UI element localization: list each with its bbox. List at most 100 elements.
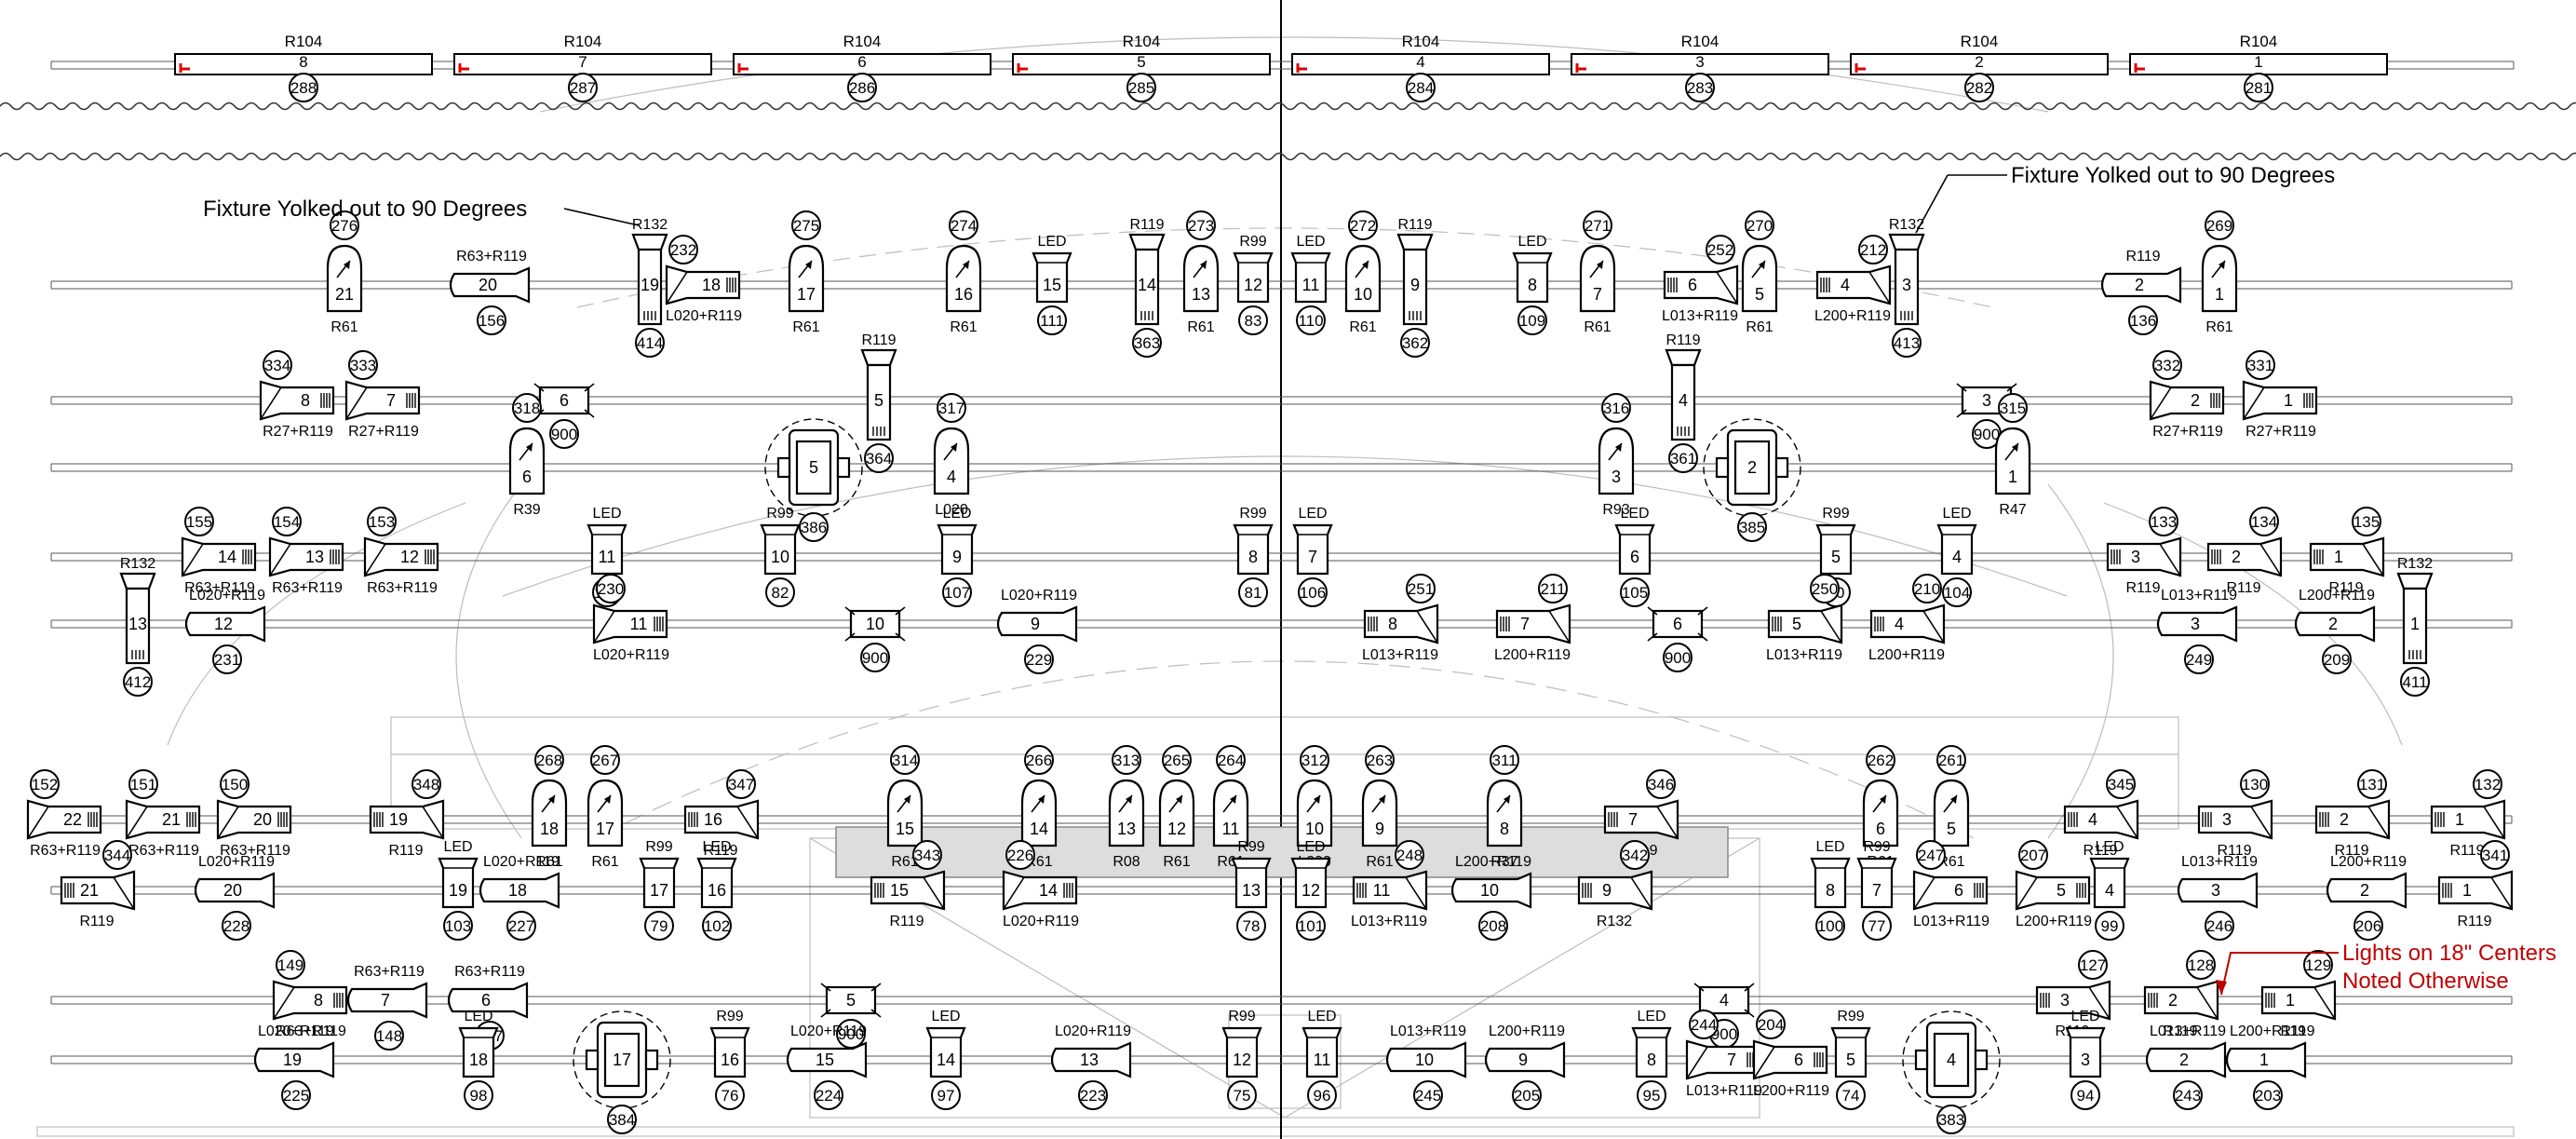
electric-pipe-3 <box>50 463 2513 472</box>
fixture-unit: 2 <box>2340 810 2349 829</box>
fixture-color: R119 <box>2125 249 2160 264</box>
batten-channel-number: 287 <box>570 79 596 97</box>
fixture-unit: 5 <box>2057 881 2066 900</box>
fixture-unit: 10 <box>1305 820 1324 838</box>
fixture-channel: 209 <box>2324 651 2350 669</box>
fixture-channel: 332 <box>2154 357 2180 374</box>
fixture-channel: 101 <box>1298 917 1324 935</box>
fixture-unit: 3 <box>1902 276 1911 294</box>
fixture-pipe6-unit-10: 31210L200 <box>1296 745 1333 870</box>
fixture-channel: 134 <box>2251 513 2277 531</box>
fixture-channel: 102 <box>704 917 730 935</box>
fixture-channel: 265 <box>1164 752 1190 769</box>
fixture-unit: 12 <box>400 548 419 566</box>
fixture-channel: 155 <box>186 513 212 531</box>
fixture-channel: 103 <box>445 917 471 935</box>
fixture-unit: 12 <box>1233 1051 1251 1069</box>
fixture-unit: 16 <box>954 285 973 304</box>
fixture-unit: 14 <box>1039 881 1058 900</box>
note-centers: Lights on 18" Centers Noted Otherwise <box>2216 941 2556 996</box>
fixture-channel: 156 <box>479 312 505 330</box>
electric-pipe-5 <box>50 619 2513 629</box>
fixture-channel: 75 <box>1234 1087 1251 1105</box>
fixture-channel: 151 <box>130 776 156 793</box>
fixture-unit: 2 <box>2328 615 2338 633</box>
fixture-channel: 212 <box>1860 241 1886 259</box>
fixture-channel: 412 <box>125 673 151 691</box>
fixture-color: L013+R119 <box>1913 914 1989 929</box>
fixture-channel: 311 <box>1491 752 1517 769</box>
batten-color-label: R104 <box>1961 33 1999 50</box>
fixture-unit: 17 <box>596 820 614 838</box>
fixture-channel: 210 <box>1914 580 1940 598</box>
fixture-color: R27+R119 <box>2246 424 2316 440</box>
fixture-color: R63+R119 <box>276 1024 346 1039</box>
fixture-color: L020+R119 <box>1055 1024 1131 1039</box>
fixture-color: R119 <box>2226 580 2260 596</box>
fixture-color: L013+R119 <box>1390 1024 1466 1039</box>
fixture-channel: 346 <box>1648 776 1674 793</box>
fixture-color: LED <box>1620 506 1649 522</box>
fixture-channel: 247 <box>1918 847 1944 864</box>
fixture-color: L013+R119 <box>1351 914 1427 929</box>
fixture-color: R61 <box>330 319 357 335</box>
fixture-color: L200+R119 <box>2299 588 2375 603</box>
fixture-unit: 7 <box>1593 285 1602 304</box>
fixture-channel: 154 <box>274 513 300 531</box>
fixture-channel: 274 <box>951 217 977 235</box>
fixture-channel: 205 <box>1514 1087 1540 1105</box>
fixture-channel: 98 <box>470 1087 488 1105</box>
fixture-unit: 20 <box>479 276 497 294</box>
batten-unit-number: 1 <box>2254 53 2262 71</box>
fixture-color: L020+R119 <box>790 1024 867 1039</box>
fixture-color: L013+R119 <box>1662 308 1738 324</box>
note-yolk-right: Fixture Yolked out to 90 Degrees <box>1915 163 2335 234</box>
fixture-unit: 15 <box>1043 276 1061 294</box>
batten-color-label: R104 <box>1123 33 1161 50</box>
fixture-channel: 110 <box>1298 312 1323 330</box>
fixture-unit: 10 <box>1415 1051 1434 1069</box>
fixture-unit: 11 <box>1373 881 1391 900</box>
fixture-channel: 208 <box>1480 917 1506 935</box>
fixture-channel: 153 <box>369 513 395 531</box>
fixture-color: R99 <box>1239 506 1266 522</box>
stage-area <box>835 826 1729 878</box>
fixture-unit: 9 <box>1602 881 1612 900</box>
fixture-channel: 413 <box>1894 334 1920 352</box>
fixture-channel: 97 <box>937 1087 955 1105</box>
fixture-unit: 9 <box>1031 615 1040 633</box>
fixture-unit: 1 <box>2410 615 2420 633</box>
fixture-unit: 6 <box>1630 548 1639 566</box>
fixture-unit: 10 <box>771 548 789 566</box>
fixture-unit: 17 <box>797 285 816 304</box>
fixture-channel: 264 <box>1218 752 1244 769</box>
fixture-color: R61 <box>591 854 618 870</box>
fixture-channel: 331 <box>2247 357 2273 374</box>
fixture-unit: 18 <box>469 1051 488 1069</box>
